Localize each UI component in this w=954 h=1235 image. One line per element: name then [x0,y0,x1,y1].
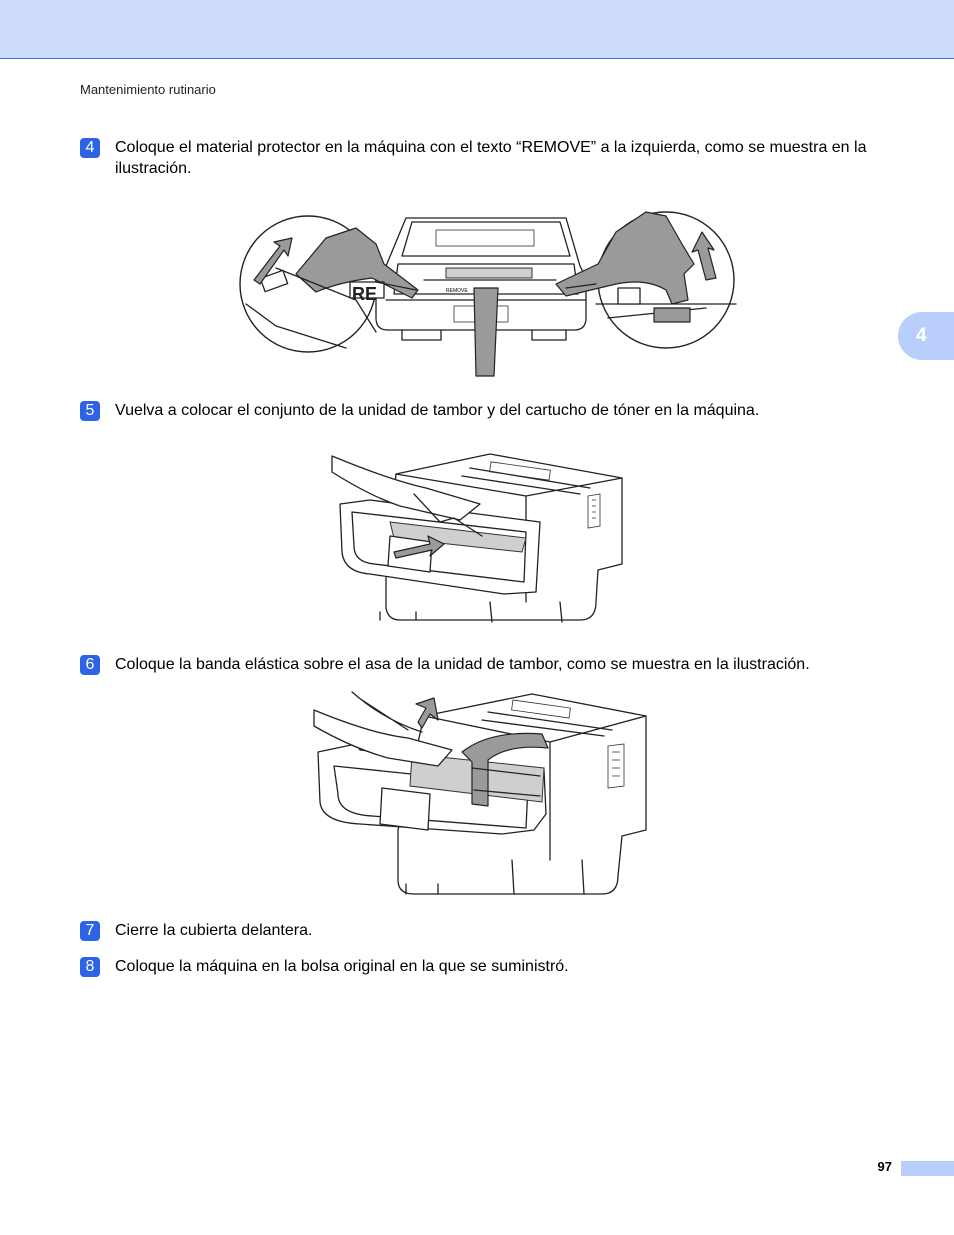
illustration-insert-drum [331,453,623,623]
right-zoom-circle [555,211,737,349]
step-6: 6 Coloque la banda elástica sobre el asa… [80,654,900,675]
illustration-rubber-band [313,691,647,895]
step-5: 5 Vuelva a colocar el conjunto de la uni… [80,400,900,421]
step-8: 8 Coloque la máquina en la bolsa origina… [80,956,900,977]
step-text: Vuelva a colocar el conjunto de la unida… [115,402,760,419]
step-number-badge: 8 [80,957,100,977]
page-number-bar [901,1161,954,1176]
running-head: Mantenimiento rutinario [80,82,216,97]
remove-label-small: REMOVE [446,288,468,294]
step-text: Cierre la cubierta delantera. [115,922,313,939]
step-number-badge: 5 [80,401,100,421]
step-7: 7 Cierre la cubierta delantera. [80,920,900,941]
illustration-protector-placement: REMOVE RE [239,211,737,377]
left-zoom-circle: RE [239,215,419,353]
step-number-badge: 7 [80,921,100,941]
remove-label-large: RE [352,284,377,304]
step-text: Coloque el material protector en la máqu… [115,139,867,177]
page-number: 97 [877,1159,892,1174]
step-text: Coloque la banda elástica sobre el asa d… [115,656,810,673]
chapter-tab[interactable]: 4 [898,312,954,360]
printer-front-view: REMOVE [375,217,587,377]
step-number-badge: 4 [80,138,100,158]
step-number-badge: 6 [80,655,100,675]
step-text: Coloque la máquina en la bolsa original … [115,958,569,975]
header-band [0,0,954,59]
step-4: 4 Coloque el material protector en la má… [80,137,900,179]
